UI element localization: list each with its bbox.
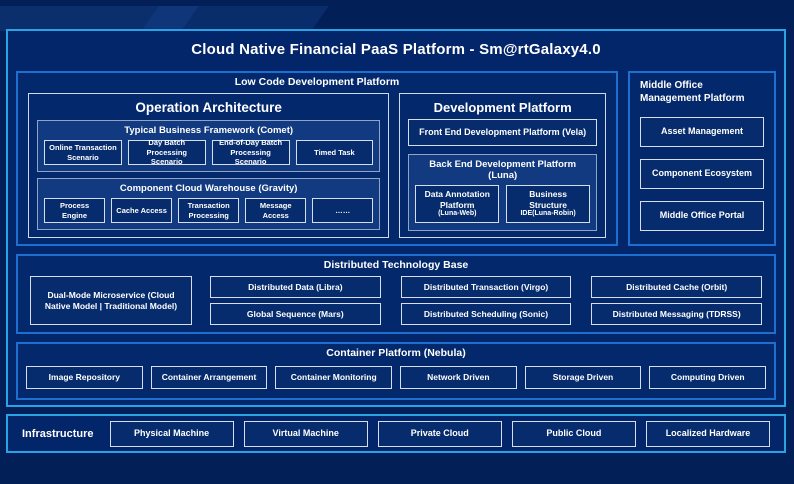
middle-office-item-component-ecosystem: Component Ecosystem <box>640 159 764 189</box>
gravity-items-row: Process Engine Cache Access Transaction … <box>44 198 374 223</box>
global-sequence-mars: Global Sequence (Mars) <box>210 303 381 325</box>
business-structure-ide: Business Structure IDE(Luna-Robin) <box>506 185 590 223</box>
middle-office-management-section: Middle Office Management Platform Asset … <box>628 71 776 246</box>
data-annotation-platform: Data Annotation Platform (Luna-Web) <box>415 185 500 223</box>
back-end-item-sub: (Luna-Web) <box>438 210 477 218</box>
middle-office-item-asset-management: Asset Management <box>640 117 764 147</box>
back-end-title: Back End Development Platform (Luna) <box>429 159 577 181</box>
container-platform-label: Container Platform (Nebula) <box>326 347 466 359</box>
gravity-item: Transaction Processing <box>178 198 240 223</box>
low-code-development-platform-section: Low Code Development Platform Operation … <box>16 71 618 246</box>
comet-item: End-of-Day Batch Processing Scenario <box>211 138 290 166</box>
comet-item: Timed Task <box>295 140 374 165</box>
distributed-messaging-tdrss: Distributed Messaging (TDRSS) <box>591 303 762 325</box>
infrastructure-item-private-cloud: Private Cloud <box>377 420 502 447</box>
comet-item: Online Transaction Scenario <box>44 140 122 165</box>
back-end-item-sub: IDE(Luna-Robin) <box>520 210 576 218</box>
infrastructure-section: Infrastructure Physical Machine Virtual … <box>6 414 786 453</box>
infrastructure-item-physical-machine: Physical Machine <box>109 420 234 447</box>
top-sections-row: Low Code Development Platform Operation … <box>16 71 776 246</box>
container-items-row: Image Repository Container Arrangement C… <box>26 366 767 389</box>
container-item-network-driven: Network Driven <box>400 366 517 389</box>
gravity-title: Component Cloud Warehouse (Gravity) <box>119 183 298 194</box>
infrastructure-item-localized-hardware: Localized Hardware <box>645 420 770 447</box>
infrastructure-label: Infrastructure <box>22 427 94 440</box>
container-item-computing-driven: Computing Driven <box>649 366 767 389</box>
front-end-platform-vela: Front End Development Platform (Vela) <box>408 119 597 146</box>
middle-office-item-middle-office-portal: Middle Office Portal <box>640 201 764 231</box>
container-item-container-arrangement: Container Arrangement <box>150 366 268 389</box>
back-end-platform-luna-panel: Back End Development Platform (Luna) Dat… <box>408 154 597 231</box>
back-end-items-row: Data Annotation Platform (Luna-Web) Busi… <box>415 185 590 223</box>
distributed-base-label: Distributed Technology Base <box>323 259 469 271</box>
distributed-technology-base-section: Distributed Technology Base Dual-Mode Mi… <box>16 254 776 334</box>
page-title: Cloud Native Financial PaaS Platform - S… <box>191 41 601 58</box>
comet-items-row: Online Transaction Scenario Day Batch Pr… <box>44 138 374 166</box>
development-platform-box: Development Platform Front End Developme… <box>399 93 606 238</box>
gravity-item: Process Engine <box>44 198 106 223</box>
comet-framework-panel: Typical Business Framework (Comet) Onlin… <box>37 120 381 172</box>
main-platform-box: Cloud Native Financial PaaS Platform - S… <box>6 29 786 407</box>
distributed-body: Dual-Mode Microservice (Cloud Native Mod… <box>30 276 762 325</box>
container-platform-section: Container Platform (Nebula) Image Reposi… <box>16 342 776 400</box>
gravity-item: Message Access <box>245 198 307 223</box>
middle-office-title: Middle Office Management Platform <box>640 80 745 104</box>
low-code-inner-row: Operation Architecture Typical Business … <box>28 93 606 238</box>
distributed-grid: Distributed Data (Libra) Distributed Tra… <box>210 276 762 325</box>
back-end-item-name: Business Structure <box>529 189 567 210</box>
distributed-transaction-virgo: Distributed Transaction (Virgo) <box>400 276 572 298</box>
gravity-item: Cache Access <box>111 198 173 223</box>
development-platform-title: Development Platform <box>433 100 572 115</box>
operation-architecture-box: Operation Architecture Typical Business … <box>28 93 390 238</box>
decorative-stripe <box>141 6 329 31</box>
infrastructure-item-virtual-machine: Virtual Machine <box>243 420 368 447</box>
low-code-label: Low Code Development Platform <box>234 76 400 88</box>
gravity-warehouse-panel: Component Cloud Warehouse (Gravity) Proc… <box>37 178 381 230</box>
gravity-item-ellipsis: …… <box>312 198 374 223</box>
distributed-data-libra: Distributed Data (Libra) <box>210 276 381 298</box>
operation-architecture-title: Operation Architecture <box>135 100 282 115</box>
back-end-item-name: Data Annotation Platform <box>424 189 490 210</box>
container-item-storage-driven: Storage Driven <box>524 366 642 389</box>
container-item-image-repository: Image Repository <box>26 366 143 389</box>
distributed-scheduling-sonic: Distributed Scheduling (Sonic) <box>400 303 572 325</box>
comet-item: Day Batch Processing Scenario <box>127 138 206 166</box>
distributed-cache-orbit: Distributed Cache (Orbit) <box>591 276 762 298</box>
infrastructure-item-public-cloud: Public Cloud <box>511 420 636 447</box>
comet-title: Typical Business Framework (Comet) <box>124 125 294 136</box>
dual-mode-microservice: Dual-Mode Microservice (Cloud Native Mod… <box>30 276 192 325</box>
container-item-container-monitoring: Container Monitoring <box>275 366 393 389</box>
